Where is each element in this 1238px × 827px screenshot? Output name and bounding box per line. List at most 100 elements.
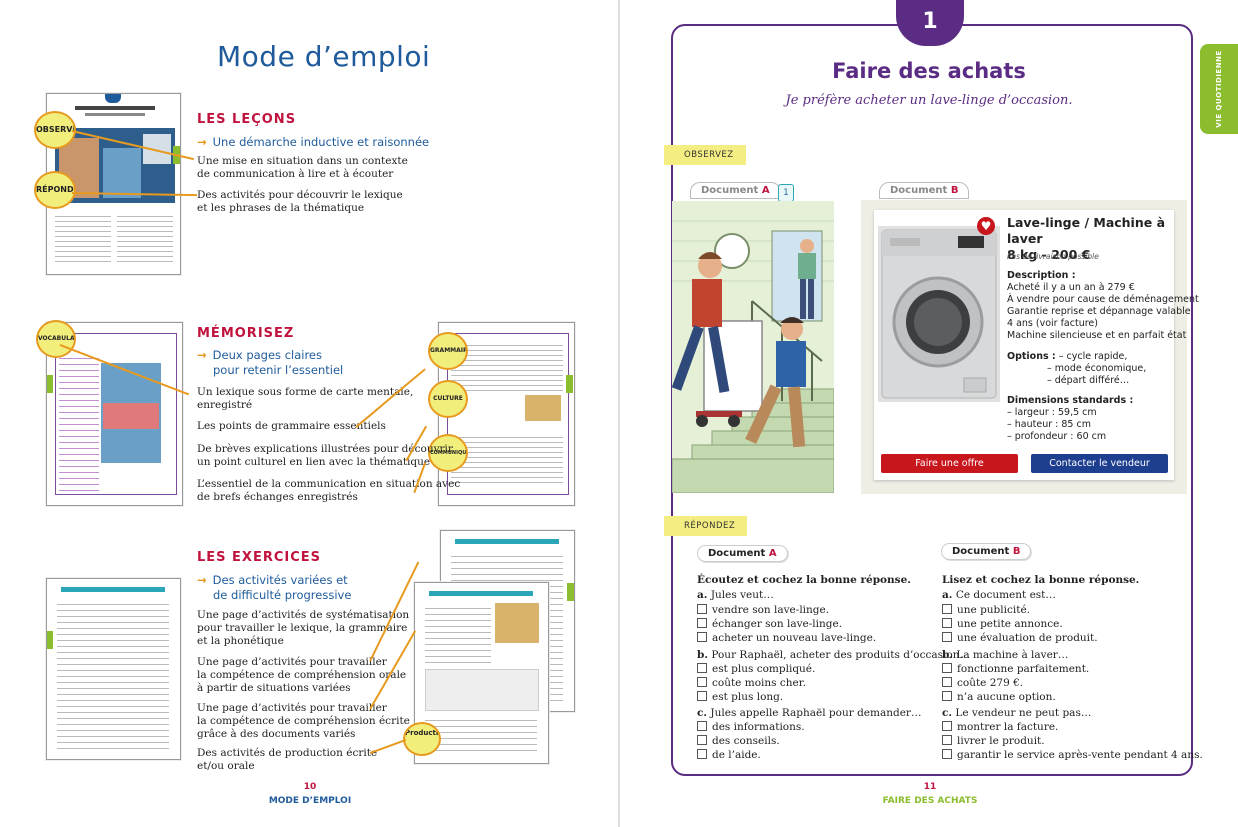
document-a-tab: Document A bbox=[690, 182, 781, 199]
document-a-pill: Document A bbox=[697, 545, 788, 562]
checkbox-option[interactable]: est plus compliqué. bbox=[697, 663, 815, 675]
ad-description: Description : Acheté il y a un an à 279 … bbox=[1007, 270, 1199, 341]
checkbox-option[interactable]: coûte 279 €. bbox=[942, 677, 1023, 689]
unit-number: 1 bbox=[896, 0, 964, 46]
checkbox[interactable] bbox=[942, 691, 952, 701]
contact-seller-button[interactable]: Contacter le vendeur bbox=[1031, 454, 1168, 473]
checkbox[interactable] bbox=[942, 721, 952, 731]
checkbox-option[interactable]: acheter un nouveau lave-linge. bbox=[697, 632, 876, 644]
memorisez-item-4: L’essentiel de la communication en situa… bbox=[197, 478, 461, 503]
question-b-c: c. Le vendeur ne peut pas… bbox=[942, 707, 1092, 719]
page-number: 11 bbox=[923, 782, 937, 792]
question-b-b: b. La machine à laver… bbox=[942, 649, 1069, 661]
memorisez-item-3: De brèves explications illustrées pour d… bbox=[197, 443, 453, 468]
checkbox-option[interactable]: des conseils. bbox=[697, 735, 780, 747]
unit-subtitle: Je préfère acheter un lave-linge d’occas… bbox=[785, 93, 1073, 108]
exercices-thumbnail-1 bbox=[46, 578, 181, 760]
page-number: 10 bbox=[303, 782, 317, 792]
memorisez-item-2: Les points de grammaire essentiels bbox=[197, 420, 386, 432]
ad-options: Options : – cycle rapide, – mode économi… bbox=[1007, 351, 1147, 386]
checkbox[interactable] bbox=[942, 604, 952, 614]
checkbox[interactable] bbox=[697, 677, 707, 687]
washing-machine-illustration bbox=[881, 229, 997, 399]
make-offer-button[interactable]: Faire une offre bbox=[881, 454, 1018, 473]
moving-people-illustration bbox=[672, 201, 834, 493]
checkbox-option[interactable]: une publicité. bbox=[942, 604, 1030, 616]
checkbox-option[interactable]: garantir le service après-vente pendant … bbox=[942, 749, 1203, 761]
audio-track-icon[interactable]: 1 bbox=[778, 184, 794, 202]
checkbox[interactable] bbox=[942, 677, 952, 687]
question-b-a: a. Ce document est… bbox=[942, 589, 1056, 601]
checkbox[interactable] bbox=[697, 632, 707, 642]
washing-machine-image bbox=[878, 226, 1000, 402]
checkbox[interactable] bbox=[697, 618, 707, 628]
question-a-b: b. Pour Raphaël, acheter des produits d’… bbox=[697, 649, 970, 661]
grammaire-badge: GRAMMAIRE bbox=[428, 332, 468, 370]
section-subtitle-lecons: →Une démarche inductive et raisonnée bbox=[197, 135, 430, 149]
checkbox[interactable] bbox=[942, 618, 952, 628]
repondez-badge: RÉPONDEZ bbox=[34, 171, 76, 209]
production-badge: Production bbox=[403, 722, 441, 756]
checkbox[interactable] bbox=[942, 663, 952, 673]
observez-label: OBSERVEZ bbox=[664, 145, 746, 165]
gutter bbox=[618, 0, 620, 827]
repondez-label: RÉPONDEZ bbox=[664, 516, 748, 536]
checkbox[interactable] bbox=[942, 735, 952, 745]
question-a-a: a. Jules veut… bbox=[697, 589, 774, 601]
section-title-lecons: LES LEÇONS bbox=[197, 112, 297, 127]
checkbox-option[interactable]: échanger son lave-linge. bbox=[697, 618, 842, 630]
checkbox[interactable] bbox=[697, 735, 707, 745]
document-b-tab: Document B bbox=[879, 182, 970, 199]
instruction-b: Lisez et cochez la bonne réponse. bbox=[942, 574, 1140, 586]
favorite-heart-icon[interactable]: ♥ bbox=[977, 217, 995, 235]
side-tab-vie-quotidienne[interactable]: VIE QUOTIDIENNE bbox=[1200, 44, 1238, 134]
section-title-memorisez: MÉMORISEZ bbox=[197, 326, 295, 341]
ad-delivery: Pas de livraison possible bbox=[1007, 252, 1099, 261]
section-title-exercices: LES EXERCICES bbox=[197, 550, 322, 565]
checkbox-option[interactable]: livrer le produit. bbox=[942, 735, 1045, 747]
checkbox[interactable] bbox=[697, 663, 707, 673]
vocabulaire-badge: VOCABULAIRE bbox=[36, 320, 76, 358]
observez-badge: OBSERVEZ bbox=[34, 111, 76, 149]
ad-dimensions: Dimensions standards : – largeur : 59,5 … bbox=[1007, 395, 1134, 442]
checkbox[interactable] bbox=[697, 691, 707, 701]
page-footer: FAIRE DES ACHATS bbox=[882, 796, 978, 806]
checkbox[interactable] bbox=[942, 749, 952, 759]
question-a-c: c. Jules appelle Raphaël pour demander… bbox=[697, 707, 922, 719]
right-page: 1 Faire des achats Je préfère acheter un… bbox=[620, 0, 1238, 827]
left-page: Mode d’emploi OBSERVEZ RÉPONDEZ LES LEÇO… bbox=[0, 0, 618, 827]
memorisez-left-thumbnail bbox=[46, 322, 183, 506]
checkbox[interactable] bbox=[697, 721, 707, 731]
checkbox-option[interactable]: fonctionne parfaitement. bbox=[942, 663, 1089, 675]
checkbox-option[interactable]: une petite annonce. bbox=[942, 618, 1063, 630]
checkbox-option[interactable]: une évaluation de produit. bbox=[942, 632, 1098, 644]
checkbox[interactable] bbox=[697, 604, 707, 614]
instruction-a: Écoutez et cochez la bonne réponse. bbox=[697, 574, 911, 586]
checkbox-option[interactable]: des informations. bbox=[697, 721, 805, 733]
unit-title: Faire des achats bbox=[832, 59, 1026, 83]
checkbox-option[interactable]: n’a aucune option. bbox=[942, 691, 1056, 703]
checkbox[interactable] bbox=[942, 632, 952, 642]
checkbox[interactable] bbox=[697, 749, 707, 759]
checkbox-option[interactable]: de l’aide. bbox=[697, 749, 761, 761]
document-b-pill: Document B bbox=[941, 543, 1032, 560]
checkbox-option[interactable]: est plus long. bbox=[697, 691, 783, 703]
document-a-illustration bbox=[672, 201, 834, 493]
page-title: Mode d’emploi bbox=[217, 40, 431, 73]
checkbox-option[interactable]: vendre son lave-linge. bbox=[697, 604, 829, 616]
lesson-thumbnail bbox=[46, 93, 181, 275]
memorisez-item-1: Un lexique sous forme de carte mentale,e… bbox=[197, 386, 414, 411]
checkbox-option[interactable]: montrer la facture. bbox=[942, 721, 1058, 733]
exercices-thumbnail-3 bbox=[414, 582, 549, 764]
checkbox-option[interactable]: coûte moins cher. bbox=[697, 677, 806, 689]
culture-badge: CULTURE bbox=[428, 380, 468, 418]
communiquer-badge: COMMUNIQUER bbox=[428, 434, 468, 472]
